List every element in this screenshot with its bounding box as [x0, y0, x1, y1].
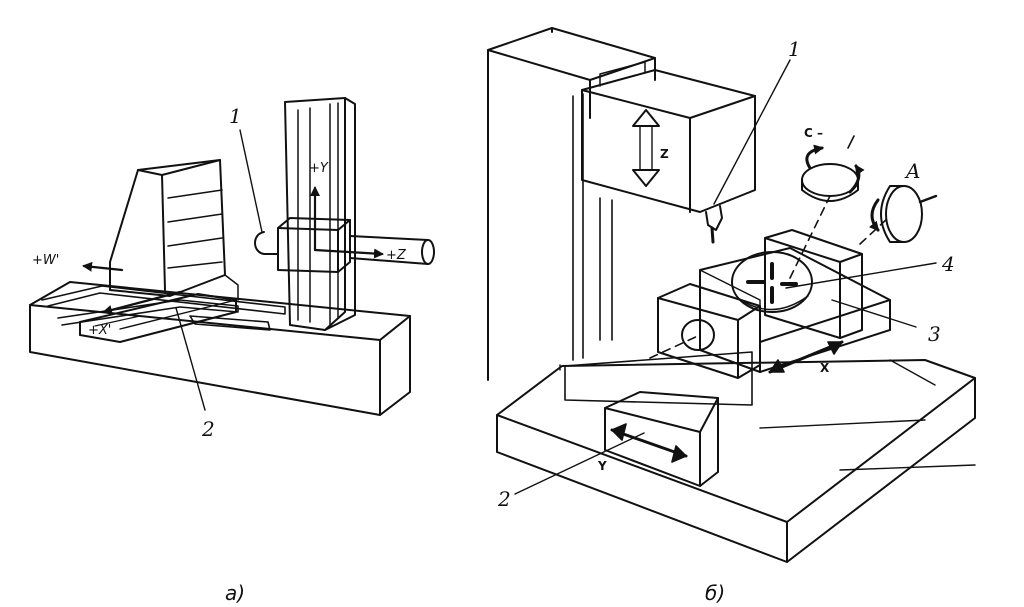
axis-label-y: Y: [597, 459, 607, 473]
machine-a-base: [29, 281, 411, 416]
z-axis-double-arrow: [632, 109, 660, 187]
machine-b-tilting-fixture: [764, 229, 863, 339]
machine-a-rails: [41, 285, 286, 331]
machine-b-base: [496, 359, 976, 563]
machine-b-saddle: [564, 351, 753, 487]
machine-b-axis-lines: [649, 195, 889, 359]
c-axis-rotation-disc: [801, 135, 865, 202]
machine-a-column: [284, 97, 356, 331]
axis-label-z: +Z: [386, 248, 407, 263]
axis-label-c: C: [804, 126, 813, 140]
a-axis-rotation-disc: [868, 185, 938, 243]
callout-2: 2: [201, 417, 215, 441]
axis-label-y: +Y: [309, 161, 329, 176]
axis-label-x: +X': [88, 323, 111, 338]
callout-4: 4: [941, 252, 955, 276]
machine-a-headstock: [254, 217, 351, 273]
z-axis-arrow: [313, 248, 384, 259]
machine-a-motion-arrows: [82, 186, 384, 315]
callout-1: 1: [229, 104, 242, 128]
callout-3: 3: [928, 322, 941, 346]
caption-a: а): [225, 581, 245, 605]
w-axis-arrow: [82, 261, 124, 272]
y-axis-double-arrow: [610, 423, 688, 463]
caption-b: б): [705, 581, 725, 605]
callout-2: 2: [497, 487, 511, 511]
x-axis-arrow: [102, 290, 182, 315]
axis-label-w: +W': [32, 253, 59, 268]
machine-b-rotary-table: [731, 251, 813, 313]
machine-b-column: [487, 27, 656, 381]
x-axis-double-arrow: [768, 340, 844, 374]
machine-a: +Y +Z +W' +X' 1 2: [29, 97, 435, 441]
axis-label-x: X: [820, 361, 830, 375]
axis-label-a: A: [904, 159, 920, 183]
machine-b-workpiece-block: [657, 283, 761, 379]
machine-b-head: [581, 61, 756, 244]
machine-a-fixture: [109, 159, 239, 301]
machine-a-spindle: [349, 235, 435, 265]
axis-label-z: Z: [660, 147, 669, 161]
callout-1: 1: [788, 37, 801, 61]
machine-b-leaders: [514, 59, 937, 495]
c-minus-mark: –: [817, 126, 823, 140]
machine-b: Z X Y C – A 1 2 3 4: [487, 27, 976, 563]
machine-a-leaders: [175, 129, 263, 411]
